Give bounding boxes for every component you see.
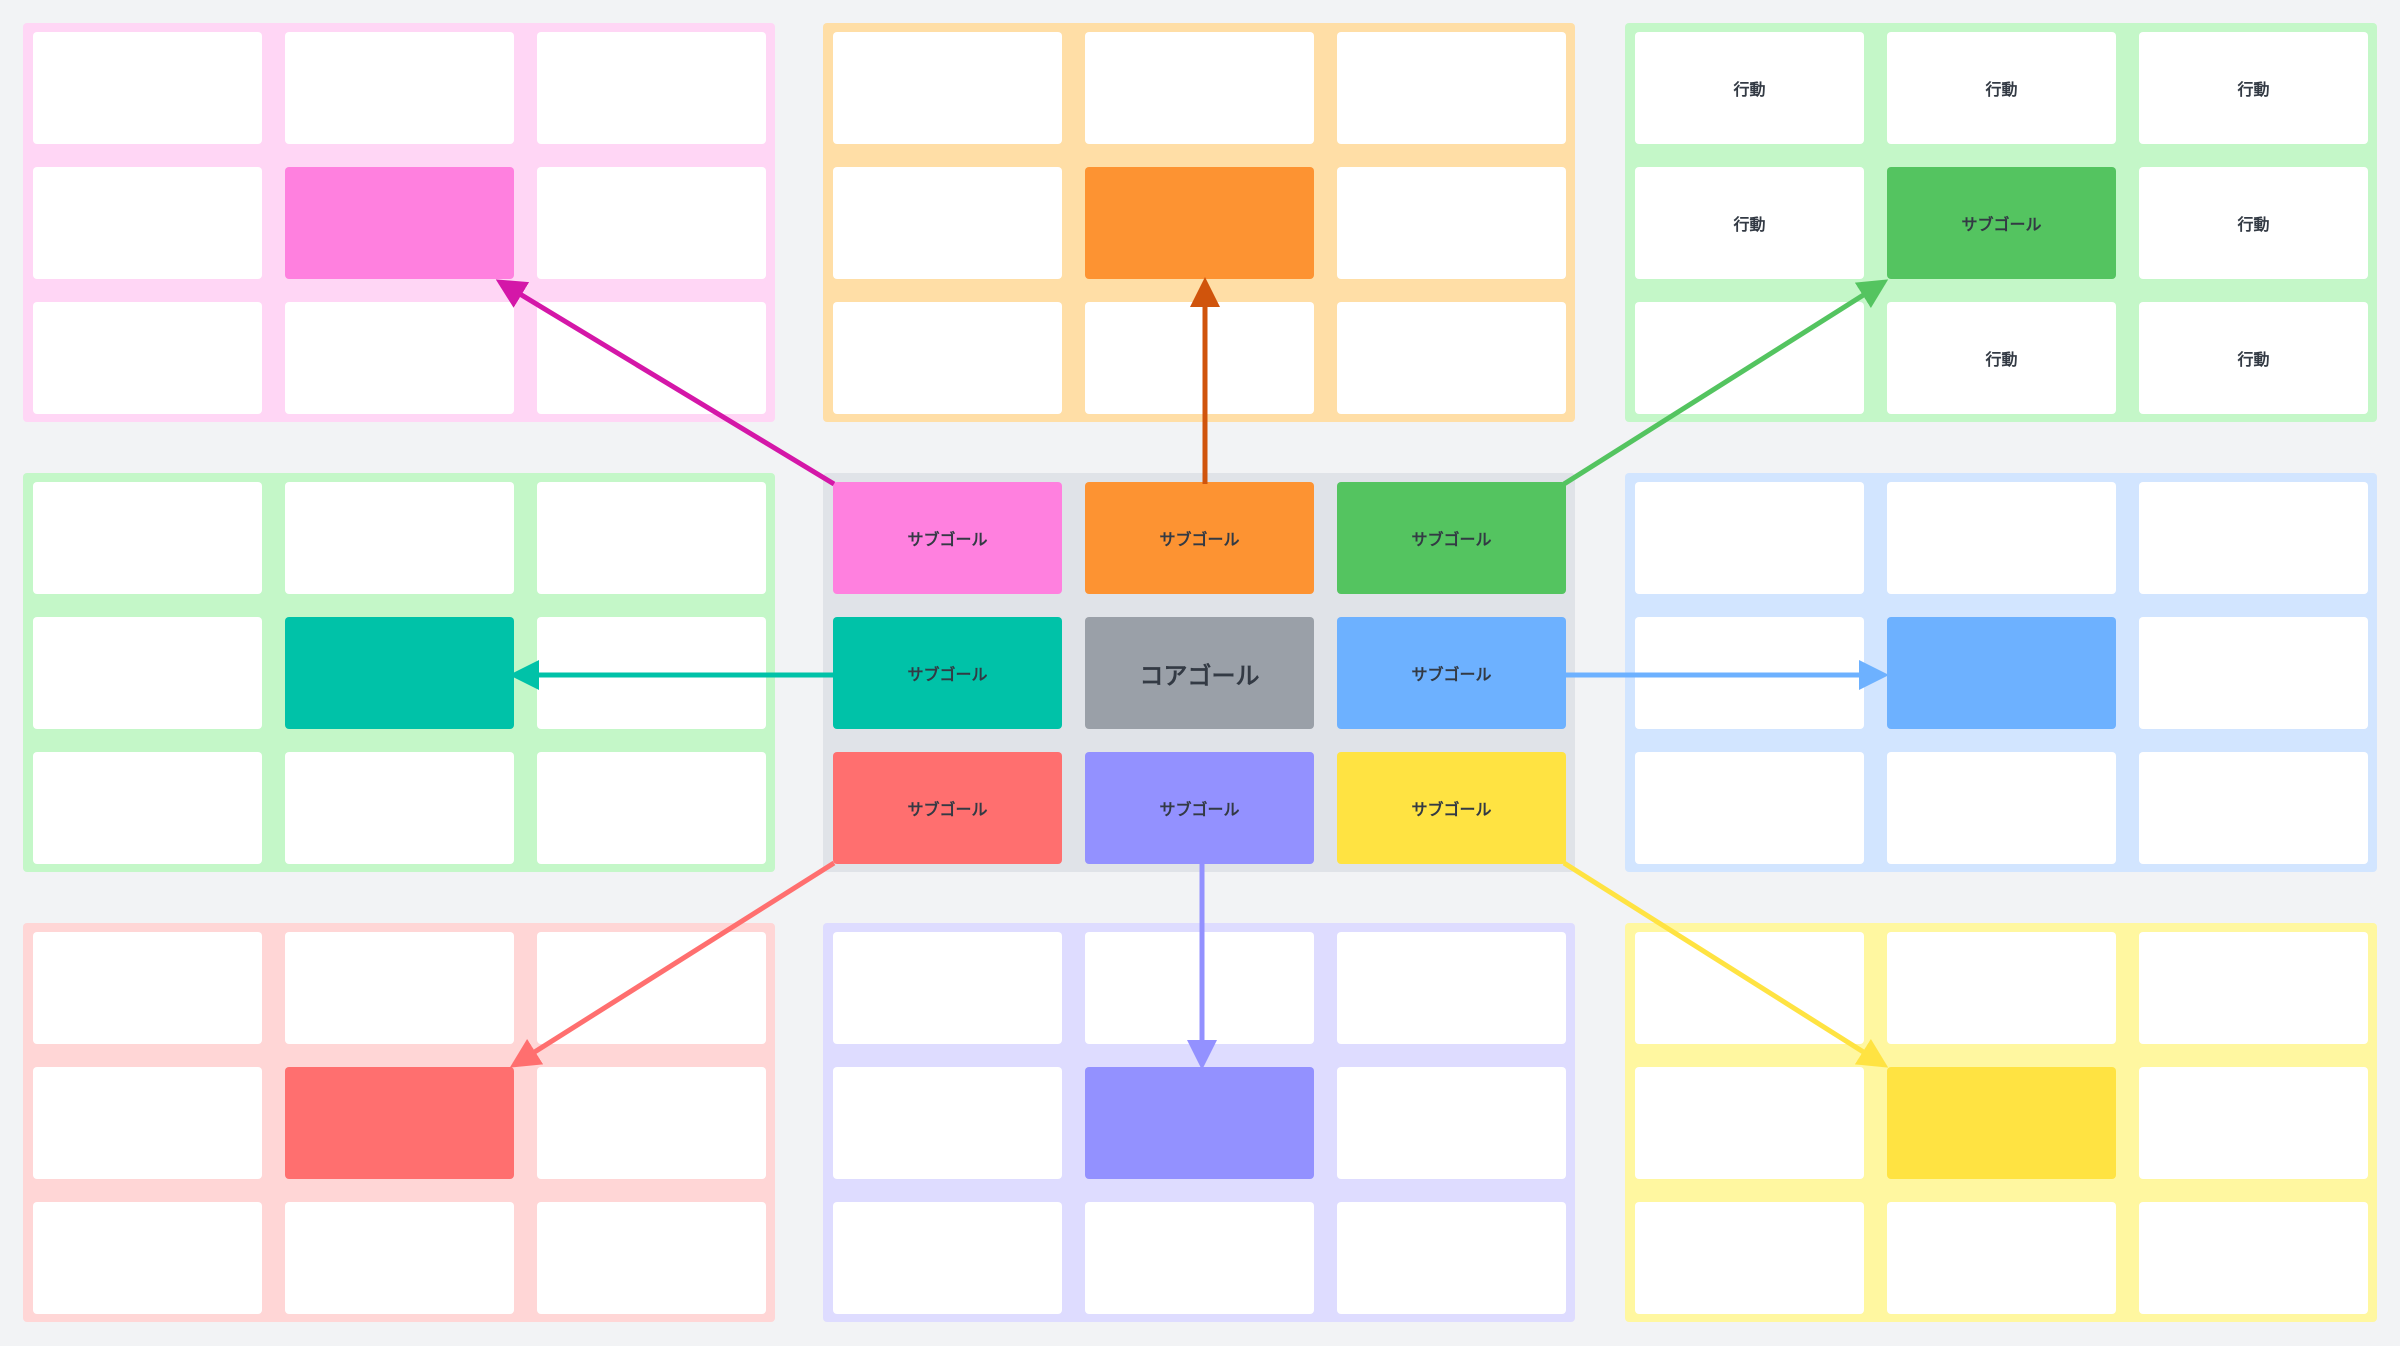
action-cell[interactable]	[1887, 752, 2116, 864]
action-cell[interactable]	[33, 482, 262, 594]
action-cell[interactable]	[537, 1067, 766, 1179]
action-cell[interactable]	[1337, 302, 1566, 414]
action-cell[interactable]	[1887, 482, 2116, 594]
block-top-center	[823, 23, 1575, 422]
action-cell[interactable]	[537, 32, 766, 144]
core-goal-cell[interactable]: コアゴール	[1085, 617, 1314, 729]
action-cell[interactable]	[1337, 1067, 1566, 1179]
action-cell[interactable]	[537, 617, 766, 729]
action-cell[interactable]	[1635, 1067, 1864, 1179]
action-cell[interactable]	[537, 1202, 766, 1314]
subgoal-cell[interactable]	[1085, 1067, 1314, 1179]
subgoal-cell[interactable]	[285, 617, 514, 729]
action-cell[interactable]	[1085, 932, 1314, 1044]
block-bottom-left	[23, 923, 775, 1322]
block-top-left	[23, 23, 775, 422]
block-bottom-center	[823, 923, 1575, 1322]
action-cell[interactable]	[1887, 932, 2116, 1044]
action-cell[interactable]	[285, 932, 514, 1044]
action-cell[interactable]: 行動	[1887, 302, 2116, 414]
action-cell[interactable]	[33, 932, 262, 1044]
action-cell[interactable]	[833, 32, 1062, 144]
subgoal-cell[interactable]: サブゴール	[833, 617, 1062, 729]
action-cell[interactable]	[33, 302, 262, 414]
action-cell[interactable]	[833, 167, 1062, 279]
subgoal-cell[interactable]: サブゴール	[1337, 752, 1566, 864]
action-cell[interactable]	[285, 32, 514, 144]
action-cell[interactable]	[1635, 932, 1864, 1044]
block-center: サブゴールサブゴールサブゴールサブゴールコアゴールサブゴールサブゴールサブゴール…	[823, 473, 1575, 872]
action-cell[interactable]	[1635, 1202, 1864, 1314]
action-cell[interactable]	[1085, 302, 1314, 414]
action-cell[interactable]	[2139, 482, 2368, 594]
action-cell[interactable]	[1337, 32, 1566, 144]
action-cell[interactable]	[285, 482, 514, 594]
action-cell[interactable]	[833, 302, 1062, 414]
action-cell[interactable]: 行動	[1887, 32, 2116, 144]
action-cell[interactable]	[285, 752, 514, 864]
action-cell[interactable]	[2139, 752, 2368, 864]
action-cell[interactable]	[1085, 1202, 1314, 1314]
action-cell[interactable]	[1635, 302, 1864, 414]
action-cell[interactable]	[2139, 1067, 2368, 1179]
action-cell[interactable]	[33, 752, 262, 864]
action-cell[interactable]	[833, 1202, 1062, 1314]
block-top-right: 行動行動行動行動サブゴール行動行動行動	[1625, 23, 2377, 422]
subgoal-cell[interactable]: サブゴール	[1085, 752, 1314, 864]
action-cell[interactable]	[33, 617, 262, 729]
block-middle-right	[1625, 473, 2377, 872]
subgoal-cell[interactable]	[1887, 1067, 2116, 1179]
action-cell[interactable]	[833, 932, 1062, 1044]
action-cell[interactable]	[1635, 482, 1864, 594]
subgoal-cell[interactable]	[285, 167, 514, 279]
action-cell[interactable]	[537, 482, 766, 594]
action-cell[interactable]: 行動	[2139, 32, 2368, 144]
action-cell[interactable]	[1635, 752, 1864, 864]
action-cell[interactable]	[1337, 1202, 1566, 1314]
action-cell[interactable]	[2139, 932, 2368, 1044]
subgoal-cell[interactable]: サブゴール	[1337, 482, 1566, 594]
action-cell[interactable]	[1635, 617, 1864, 729]
action-cell[interactable]	[1337, 167, 1566, 279]
subgoal-cell[interactable]: サブゴール	[833, 752, 1062, 864]
action-cell[interactable]	[33, 1202, 262, 1314]
action-cell[interactable]	[33, 1067, 262, 1179]
block-middle-left	[23, 473, 775, 872]
action-cell[interactable]	[33, 167, 262, 279]
action-cell[interactable]	[1085, 32, 1314, 144]
subgoal-cell[interactable]	[1085, 167, 1314, 279]
subgoal-cell[interactable]: サブゴール	[1887, 167, 2116, 279]
action-cell[interactable]	[285, 1202, 514, 1314]
action-cell[interactable]	[1887, 1202, 2116, 1314]
action-cell[interactable]	[33, 32, 262, 144]
action-cell[interactable]	[1337, 932, 1566, 1044]
action-cell[interactable]	[285, 302, 514, 414]
subgoal-cell[interactable]: サブゴール	[833, 482, 1062, 594]
action-cell[interactable]	[833, 1067, 1062, 1179]
action-cell[interactable]	[2139, 617, 2368, 729]
action-cell[interactable]	[2139, 1202, 2368, 1314]
action-cell[interactable]	[537, 752, 766, 864]
block-bottom-right	[1625, 923, 2377, 1322]
action-cell[interactable]: 行動	[1635, 167, 1864, 279]
action-cell[interactable]	[537, 167, 766, 279]
subgoal-cell[interactable]	[1887, 617, 2116, 729]
action-cell[interactable]: 行動	[2139, 167, 2368, 279]
subgoal-cell[interactable]: サブゴール	[1085, 482, 1314, 594]
subgoal-cell[interactable]	[285, 1067, 514, 1179]
subgoal-cell[interactable]: サブゴール	[1337, 617, 1566, 729]
action-cell[interactable]: 行動	[1635, 32, 1864, 144]
action-cell[interactable]	[537, 932, 766, 1044]
action-cell[interactable]: 行動	[2139, 302, 2368, 414]
action-cell[interactable]	[537, 302, 766, 414]
